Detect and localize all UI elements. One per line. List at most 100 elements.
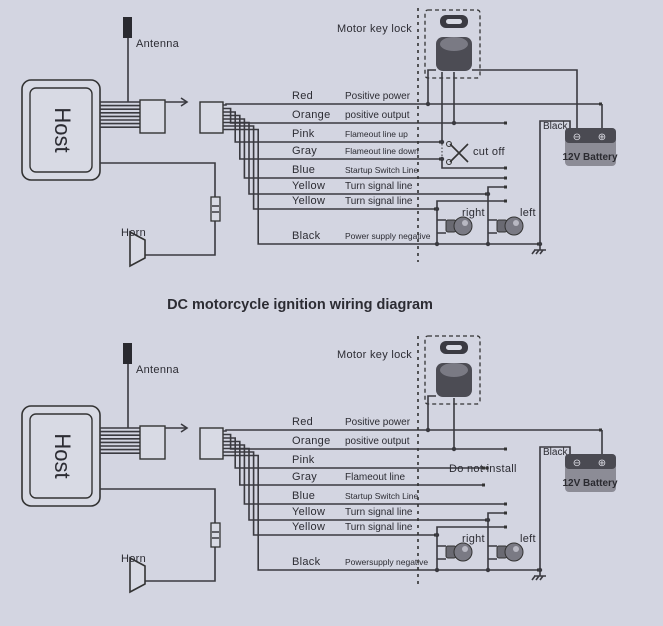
wire-description: Turn signal line [345, 507, 413, 518]
wire-description: Startup Switch Line [345, 165, 419, 175]
wire-color-label: Yellow [292, 521, 325, 533]
battery-black-label: Black [543, 121, 568, 132]
right-bulb-wire [436, 209, 446, 244]
wire-description: Powersupply negative [345, 557, 428, 567]
wire-description: Flameout line [345, 472, 405, 483]
wire-yellow [223, 121, 488, 195]
host-label: Host [50, 107, 75, 152]
wire-description: Flameout line down [345, 146, 419, 156]
wire-description: Turn signal line [345, 181, 413, 192]
connector-arrow-head [180, 423, 189, 433]
wire-color-label: Blue [292, 164, 315, 176]
antenna-icon [123, 343, 132, 364]
connector-arrow-head [180, 97, 189, 107]
horn-wire [100, 162, 216, 256]
horn-label: Horn [121, 553, 146, 565]
scissors-icon [446, 141, 469, 165]
key-lock-label: Motor key lock [337, 349, 412, 361]
motor-key-lock [424, 335, 481, 405]
wire-description: Startup Switch Line [345, 491, 419, 501]
junction-dot [434, 567, 440, 573]
wire-description: positive output [345, 436, 410, 447]
diagram-title: DC motorcycle ignition wiring diagram [167, 297, 433, 313]
left-bulb-wire [487, 194, 497, 244]
battery-negative-wire [539, 120, 571, 244]
right-label: right [462, 533, 485, 545]
fuse-detail [212, 531, 219, 539]
right-bulb-icon [445, 542, 473, 562]
wire-color-label: Yellow [292, 506, 325, 518]
wire-description: Turn signal line [345, 196, 413, 207]
wire-terminal [599, 102, 602, 106]
junction-dot [439, 139, 445, 145]
host-unit: Host [21, 405, 101, 507]
gray-continuation [441, 159, 507, 169]
right-label: right [462, 207, 485, 219]
wire-terminal [504, 502, 507, 506]
wire-description: Positive power [345, 91, 411, 102]
antenna-label: Antenna [136, 364, 180, 376]
wire-gray [223, 114, 442, 160]
key-lock-wire [427, 395, 436, 430]
wire-color-label: Pink [292, 128, 315, 140]
right-bulb-icon [445, 216, 473, 236]
wire-black [223, 454, 540, 571]
antenna-label: Antenna [136, 38, 180, 50]
junction-dot [485, 567, 491, 573]
wire-pink [223, 437, 485, 469]
left-label: left [520, 533, 536, 545]
connector-plug [139, 99, 166, 134]
horn-label: Horn [121, 227, 146, 239]
connector-socket [199, 427, 224, 460]
wire-description: Turn signal line [345, 522, 413, 533]
junction-dot [451, 120, 457, 126]
battery-positive-icon: ⊕ [598, 132, 606, 143]
battery-label: 12V Battery [562, 478, 617, 489]
fuse-icon [210, 522, 221, 548]
do-not-install-label: Do not install [449, 463, 517, 475]
battery-12v: ⊖⊕12V Battery [562, 454, 618, 492]
cut-off-label: cut off [473, 146, 506, 158]
key-lock-wire [427, 69, 436, 104]
wire-red [223, 103, 602, 106]
wire-color-label: Orange [292, 435, 331, 447]
left-bulb-icon [496, 542, 524, 562]
wire-red [223, 429, 602, 432]
wire-description: positive output [345, 110, 410, 121]
junction-dot [434, 241, 440, 247]
wire-blue [223, 118, 507, 179]
wire-color-label: Black [292, 230, 321, 242]
battery-black-label: Black [543, 447, 568, 458]
wire-color-label: Yellow [292, 180, 325, 192]
wire-terminal [504, 447, 507, 451]
junction-dot [425, 101, 431, 107]
wire-terminal [482, 483, 485, 487]
host-label: Host [50, 433, 75, 478]
wire-yellow [223, 447, 488, 521]
ground-icon [531, 570, 546, 581]
wire-pink [223, 111, 442, 143]
wire-black [223, 128, 540, 245]
antenna-icon [123, 17, 132, 38]
wire-color-label: Pink [292, 454, 315, 466]
battery-negative-wire [539, 446, 571, 570]
wire-terminal [482, 466, 485, 470]
key-lock-label: Motor key lock [337, 23, 412, 35]
turn-right-wire [436, 526, 507, 535]
wire-color-label: Black [292, 556, 321, 568]
wire-terminal [504, 121, 507, 125]
wire-blue [223, 444, 507, 505]
wire-description: Positive power [345, 417, 411, 428]
fuse-icon [210, 196, 221, 222]
wire-color-label: Yellow [292, 195, 325, 207]
battery-negative-icon: ⊖ [573, 458, 581, 469]
wire-gray [223, 440, 485, 486]
wire-color-label: Red [292, 416, 313, 428]
fuse-detail [212, 205, 219, 213]
connector-socket [199, 101, 224, 134]
wire-color-label: Blue [292, 490, 315, 502]
left-bulb-icon [496, 216, 524, 236]
horn-wire [100, 488, 216, 582]
battery-12v: ⊖⊕12V Battery [562, 128, 618, 166]
wire-terminal [504, 166, 507, 170]
